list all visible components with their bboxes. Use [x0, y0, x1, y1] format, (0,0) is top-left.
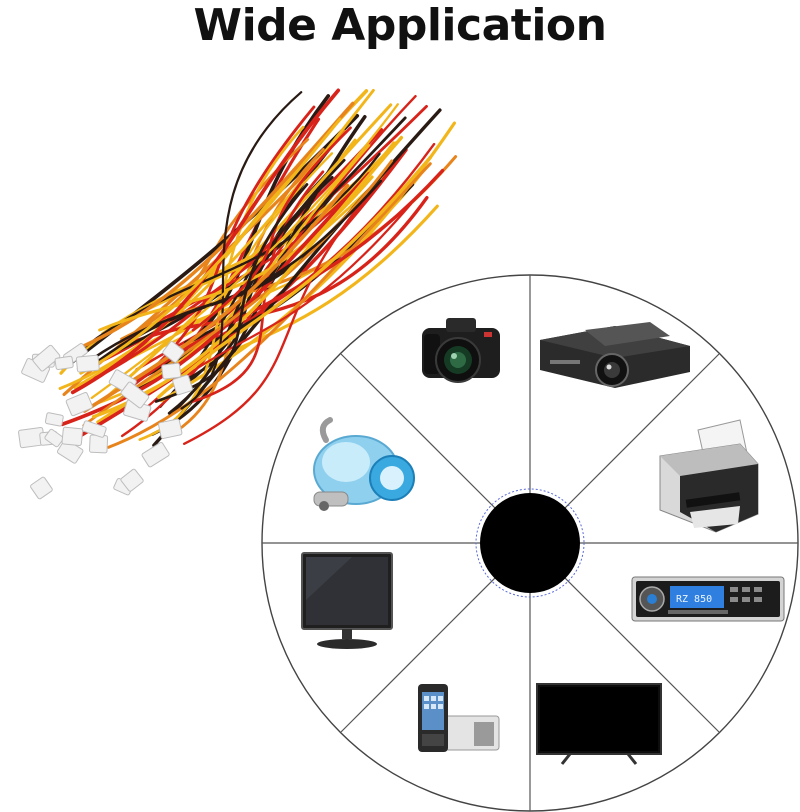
wire	[58, 88, 375, 390]
wire-bundle	[58, 88, 458, 449]
connector	[30, 476, 53, 500]
wire	[122, 168, 445, 394]
hub-ring	[475, 488, 585, 598]
page-title: Wide Application	[193, 0, 607, 51]
connector	[44, 428, 64, 448]
wire	[105, 103, 393, 399]
wire	[79, 117, 342, 375]
application-wheel	[261, 274, 799, 812]
wire	[191, 170, 325, 403]
wire	[66, 152, 381, 362]
car-stereo-icon: RZ 850	[631, 576, 785, 622]
connector	[89, 434, 109, 454]
printer-icon	[659, 419, 759, 533]
connector	[32, 344, 61, 372]
connector	[120, 381, 150, 409]
connector	[44, 412, 64, 427]
connector	[65, 391, 93, 417]
wire	[154, 183, 309, 403]
connector	[158, 418, 183, 439]
connector	[61, 426, 84, 447]
wire	[124, 195, 429, 347]
wire	[180, 91, 303, 410]
connector-cluster	[18, 341, 193, 500]
wire	[143, 105, 316, 378]
wire	[101, 141, 398, 335]
wire	[191, 126, 352, 332]
connector	[81, 420, 107, 438]
hub-circle	[480, 493, 580, 593]
camera-icon	[422, 318, 500, 383]
wire	[182, 202, 363, 446]
vacuum-icon	[313, 417, 415, 511]
monitor-icon	[301, 552, 393, 649]
connector	[54, 355, 74, 371]
tv-icon	[536, 683, 662, 765]
phone-icon	[418, 684, 500, 752]
wire	[70, 88, 341, 395]
wire	[78, 101, 355, 350]
connector	[141, 441, 170, 468]
wire	[76, 179, 383, 371]
projector-icon	[540, 322, 690, 388]
connector	[162, 341, 185, 363]
wire	[156, 155, 433, 399]
wire	[90, 103, 399, 400]
stereo-display-text: RZ 850	[676, 594, 712, 605]
connector	[120, 468, 144, 492]
connector	[161, 362, 182, 380]
wire	[107, 162, 432, 449]
connector	[75, 354, 100, 373]
